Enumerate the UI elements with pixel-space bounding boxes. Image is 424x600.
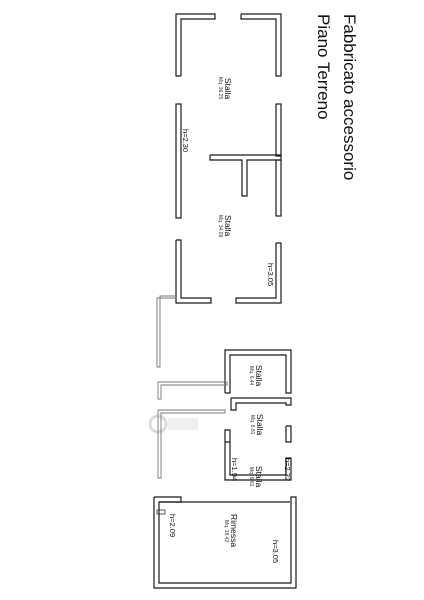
- room-area-stalla-5: Mq. 6.61: [248, 467, 254, 487]
- room-label-stalla-5: Stalla: [254, 466, 264, 488]
- plan-title: Fabbricato accessorio: [340, 14, 359, 180]
- room-label-rimessa: Rimessa: [229, 514, 239, 547]
- plan-subtitle: Piano Terreno: [314, 14, 333, 120]
- room-area-stalla-2: Mq. 34.09: [217, 215, 223, 237]
- room-area-stalla-4: Mq. 6.81: [249, 415, 255, 435]
- room-area-rimessa: Mq. 18.42: [223, 520, 229, 542]
- height-label-4: h=2.32: [283, 458, 292, 481]
- room-label-stalla-1: Stalla: [223, 78, 233, 100]
- rimessa-walls: [153, 496, 297, 589]
- height-label-5: h=2.09: [168, 514, 177, 537]
- room-label-stalla-3: Stalla: [254, 365, 264, 387]
- room-label-stalla-4: Stalla: [255, 414, 265, 436]
- small-stables-walls: [157, 349, 292, 481]
- height-label-1: h=2.30: [181, 129, 190, 152]
- room-label-stalla-2: Stalla: [223, 215, 233, 237]
- main-building-walls: [175, 13, 282, 304]
- height-label-2: h=3.05: [266, 263, 275, 286]
- room-area-stalla-1: Mq. 36.25: [217, 77, 223, 99]
- lean-to-wall: [156, 295, 176, 368]
- watermark-logo: [148, 414, 198, 434]
- height-label-3: h=1.94: [230, 458, 239, 481]
- room-area-stalla-3: Mq. 6.44: [248, 366, 254, 386]
- height-label-6: h=3.05: [271, 540, 280, 563]
